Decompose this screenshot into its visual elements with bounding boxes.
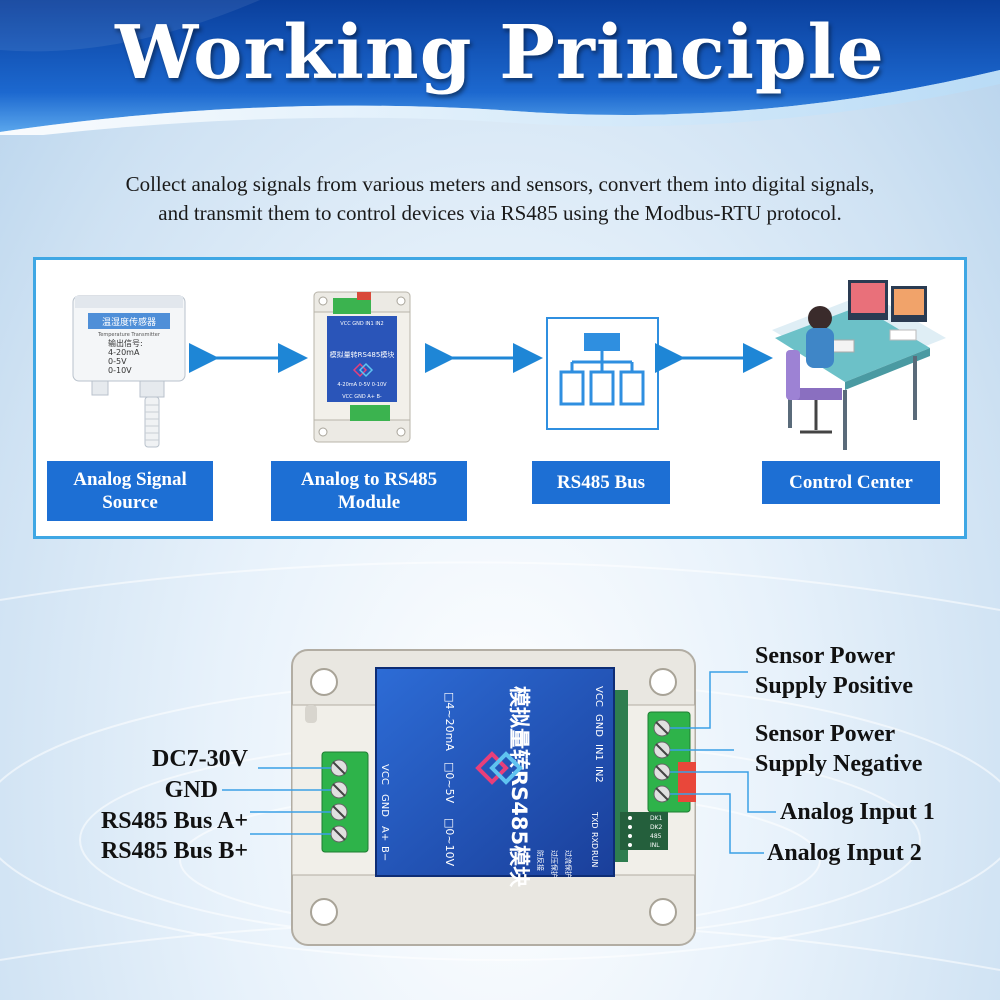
stage-label-rs485-bus: RS485 Bus (532, 461, 670, 504)
status-leds: DK1 DK2 485 INL (620, 812, 668, 850)
callout-gnd: GND (164, 777, 218, 803)
control-center-image (772, 280, 946, 450)
left-callout-lines (222, 767, 331, 835)
device-title: 模拟量转RS485模块 (507, 686, 531, 888)
status-txd: TXD (590, 811, 599, 829)
stage-label-line1: Analog to RS485 (300, 469, 438, 490)
sensor-sig-text: 输出信号: (108, 338, 143, 348)
left-pin-vcc: VCC (379, 764, 390, 785)
callout-bus-a: RS485 Bus A+ (100, 808, 248, 834)
description: Collect analog signals from various mete… (0, 170, 1000, 228)
module-small-top-pins: VCC GND IN1 IN2 (340, 321, 383, 327)
callout-line2: Supply Positive (755, 673, 914, 699)
sensor-head-text: 温湿度传感器 (102, 316, 156, 328)
sensor-range-2: 0-5V (108, 357, 127, 366)
device-logo (475, 751, 523, 785)
callout-analog-input-1: Analog Input 1 (780, 799, 935, 825)
flow-illustrations: 温湿度传感器 Temperature Transmitter 输出信号: 4-2… (72, 280, 946, 450)
right-callout-lines (670, 671, 776, 854)
rs485-bus-icon (546, 317, 659, 430)
header-banner: Working Principle (0, 0, 1000, 135)
callout-line2: Supply Negative (755, 751, 923, 777)
callout-dc-power: DC7-30V (152, 746, 248, 772)
device-range-2: □0~5V (443, 762, 456, 804)
right-pin-in1: IN1 (593, 744, 604, 761)
sensor-image: 温湿度传感器 Temperature Transmitter 输出信号: 4-2… (72, 295, 186, 448)
right-pin-vcc: VCC (593, 686, 604, 707)
sensor-range-3: 0-10V (108, 366, 132, 375)
module-small-bottom-pins: VCC GND A+ B- (342, 394, 382, 400)
sensor-sub-text: Temperature Transmitter (97, 332, 161, 338)
bottom-label-1: 过流保护 (564, 850, 573, 878)
left-pin-b: B− (379, 846, 390, 861)
right-pin-gnd: GND (593, 714, 604, 737)
page-title: Working Principle (115, 10, 885, 96)
led-label-3: 485 (650, 833, 662, 840)
bottom-label-2: 过压保护 (550, 850, 559, 878)
description-line-1: Collect analog signals from various mete… (125, 172, 875, 196)
callout-line1: Sensor Power (755, 643, 896, 669)
callout-analog-input-2: Analog Input 2 (767, 840, 922, 866)
bottom-label-3: 防反接 (536, 850, 545, 871)
right-terminal-block (647, 711, 696, 813)
led-label-4: INL (650, 842, 660, 849)
left-pin-a: A+ (379, 826, 390, 841)
description-line-2: and transmit them to control devices via… (158, 201, 842, 225)
status-rxd: RXD (590, 832, 599, 849)
callout-bus-b: RS485 Bus B+ (100, 838, 248, 864)
header-background (0, 0, 1000, 135)
stage-label-line2: Source (102, 492, 158, 513)
device-range-1: □4~20mA (443, 692, 456, 751)
stage-label-line1: RS485 Bus (556, 472, 646, 493)
callout-sensor-power-negative: Sensor Power Supply Negative (755, 719, 922, 779)
module-small-title: 模拟量转RS485模块 (330, 350, 395, 359)
device-range-3: □0~10V (443, 818, 456, 867)
right-pin-in2: IN2 (593, 766, 604, 783)
stage-label-line1: Control Center (789, 472, 913, 493)
callout-sensor-power-positive: Sensor Power Supply Positive (755, 641, 913, 701)
stage-label-line1: Analog Signal (73, 469, 187, 490)
module-image: VCC GND IN1 IN2 模拟量转RS485模块 4-20mA 0-5V … (313, 291, 411, 443)
sensor-range-1: 4-20mA (108, 348, 140, 357)
callout-line1: Sensor Power (755, 721, 896, 747)
status-run: RUN (590, 850, 599, 867)
led-label-1: DK1 (650, 815, 663, 822)
stage-label-line2: Module (337, 492, 401, 513)
left-terminal-block (321, 751, 369, 853)
left-pin-gnd: GND (379, 794, 390, 817)
module-small-ranges: 4-20mA 0-5V 0-10V (337, 382, 387, 388)
stage-label-control-center: Control Center (762, 461, 940, 504)
led-label-2: DK2 (650, 824, 663, 831)
module-device: DK1 DK2 485 INL 模拟量转RS485模块 □4~20mA □0~5… (222, 649, 776, 946)
